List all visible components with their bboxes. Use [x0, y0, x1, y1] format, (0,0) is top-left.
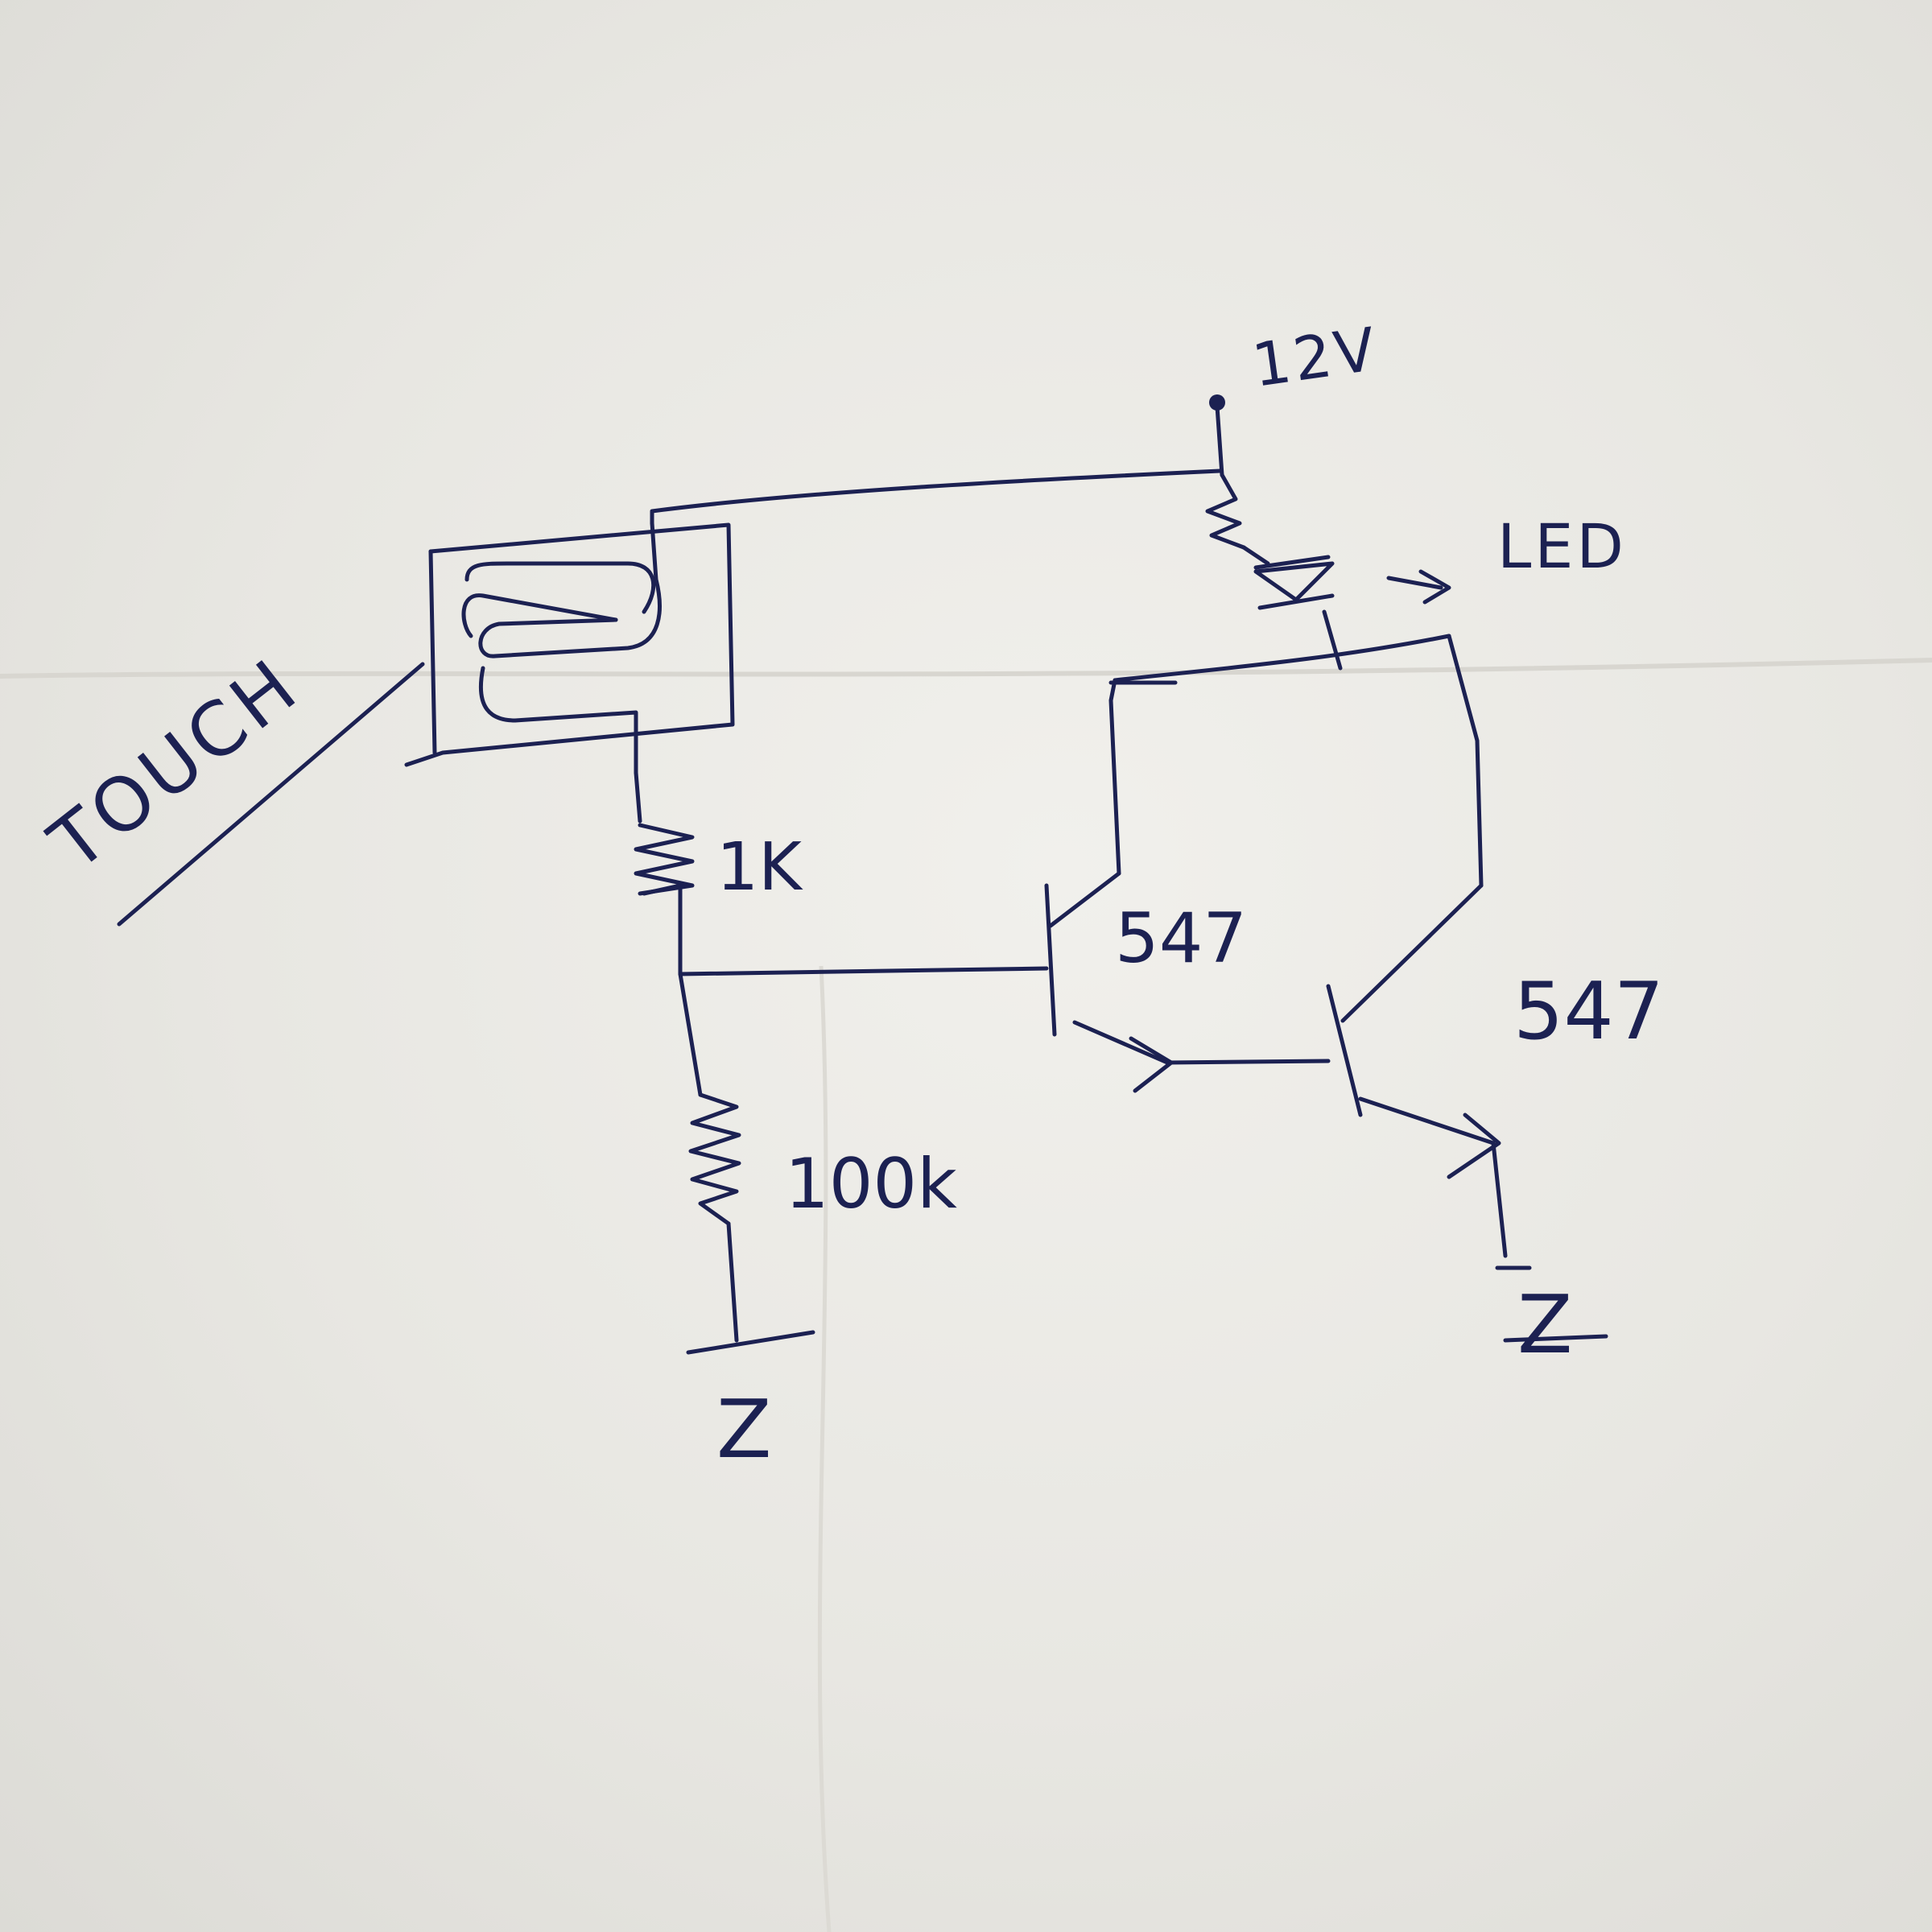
led-triangle: [1253, 561, 1335, 602]
paper-fold-vertical: [817, 965, 832, 1932]
q1-label: 547: [1115, 898, 1247, 979]
q1-transistor: [1044, 871, 1331, 1093]
q2-emitter-arrow: [1447, 1113, 1501, 1179]
r2-lead-top: [678, 972, 703, 1097]
q1-base-wire: [678, 966, 1049, 976]
led-light-arrow-line: [1386, 576, 1443, 590]
r1-lead-top: [634, 770, 642, 824]
supply-label: 12V: [1249, 315, 1383, 401]
supply-wire: [1215, 404, 1224, 477]
touch-electrode-a-loop: [461, 593, 618, 638]
touch-sensor: [404, 521, 735, 775]
ground2-underline: [1503, 1334, 1608, 1343]
touch-electrode-b: [478, 666, 638, 775]
supply-terminal: [1209, 394, 1225, 411]
q1-collector-leg: [1048, 871, 1121, 928]
ground2-label: Z: [1517, 1278, 1573, 1372]
q2-collector-leg: [1340, 883, 1484, 1023]
led-series-resistor: [1205, 473, 1246, 550]
led-lead-top: [1241, 545, 1270, 566]
led-symbol: [1253, 555, 1451, 610]
r1-lead-bottom: [642, 883, 683, 976]
touch-sensor-outer: [404, 522, 735, 767]
r2-resistor: [688, 1092, 741, 1226]
led-cathode-bar: [1257, 593, 1335, 610]
paper-fold-horizontal: [0, 658, 1932, 679]
ground1-label: Z: [716, 1382, 772, 1476]
led-cathode-bar-top: [1253, 555, 1331, 570]
q2-transistor: [1326, 883, 1508, 1258]
led-light-arrow-head: [1418, 569, 1451, 605]
r1-label: 1K: [716, 829, 803, 906]
q2-emitter-leg: [1358, 1096, 1508, 1258]
led-label: LED: [1497, 510, 1627, 582]
q1-base-bar: [1044, 883, 1057, 1037]
led-lead-bottom: [1322, 609, 1343, 671]
touch-label-underline: [117, 662, 425, 927]
collector-bus: [1113, 634, 1451, 683]
r2-lead-bottom: [726, 1221, 739, 1343]
touch-supply-wire: [650, 469, 1222, 526]
touch-sensor-left-edge: [428, 549, 437, 755]
ground1-bar: [686, 1330, 815, 1355]
touch-electrode-top: [464, 561, 656, 614]
q2-base-bar: [1326, 984, 1363, 1117]
r2-label: 100k: [785, 1144, 957, 1224]
q2-collector-wire: [1447, 634, 1484, 888]
q2-label: 547: [1513, 966, 1664, 1058]
q1-emitter-arrow: [1129, 1036, 1174, 1093]
touch-electrode-a: [478, 521, 662, 658]
r1-resistor: [634, 823, 695, 896]
touch-label: TOUCH: [34, 642, 316, 888]
q1-emitter-leg: [1072, 1020, 1331, 1065]
q1-collector-wire: [1108, 678, 1121, 876]
